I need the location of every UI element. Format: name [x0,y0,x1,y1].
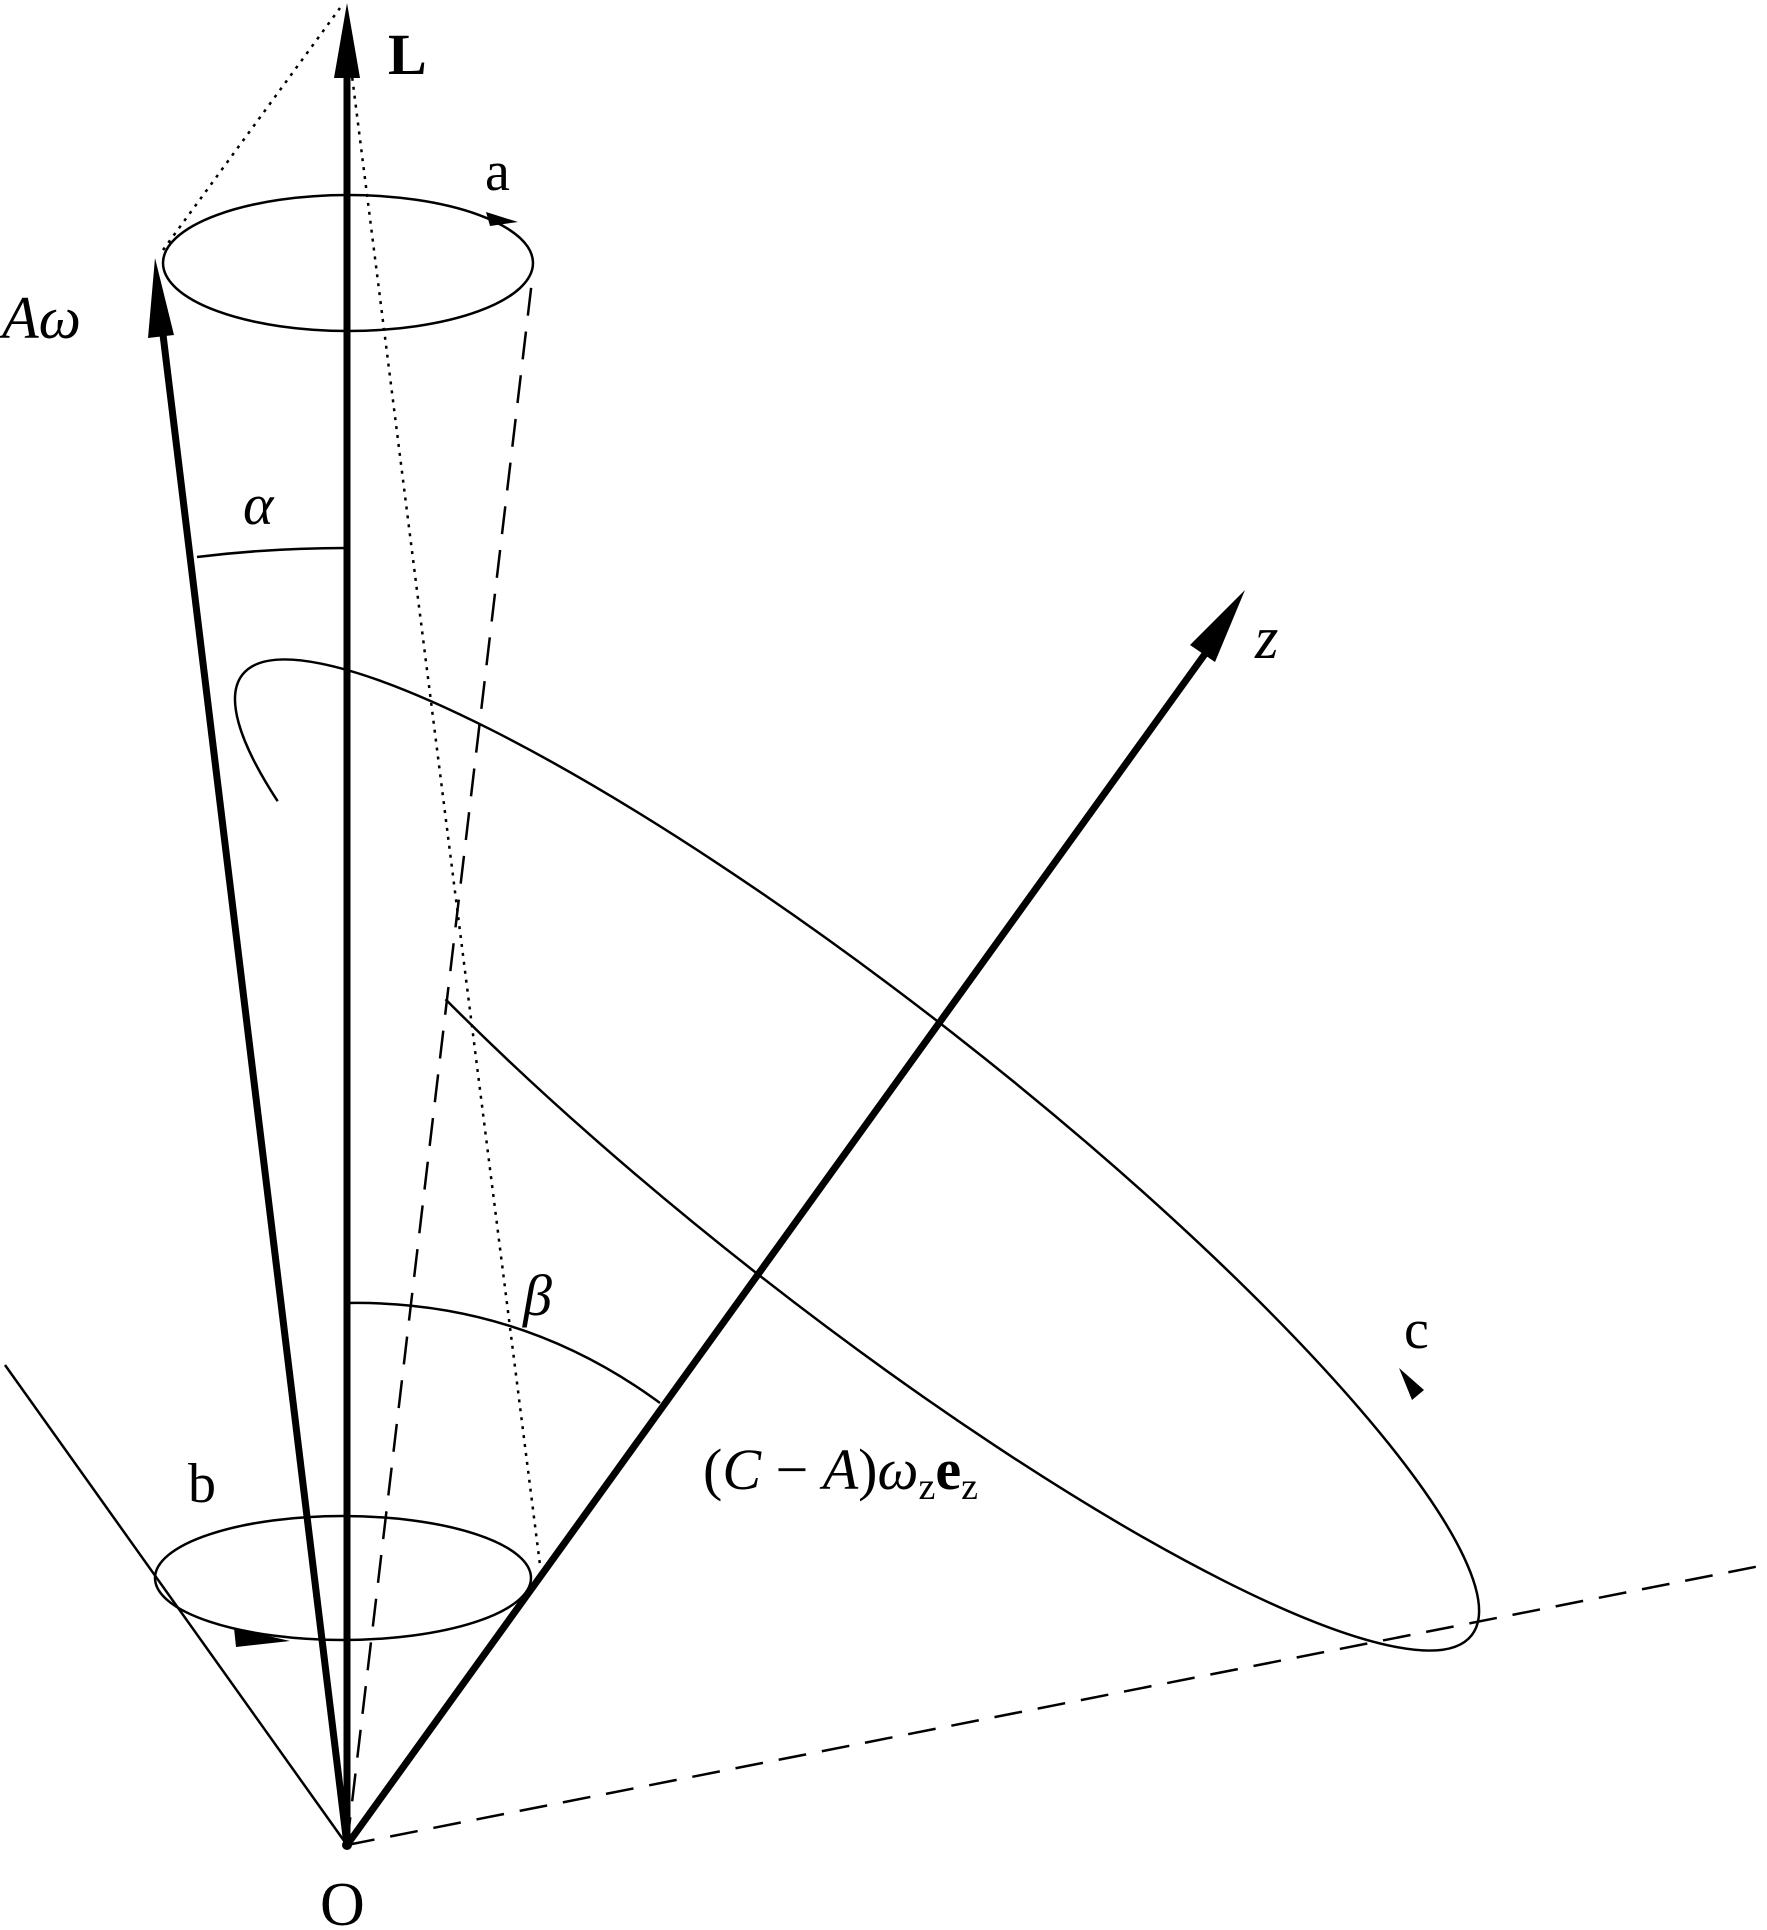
label-alpha: α [243,472,275,537]
z-axis-vector [344,637,1218,1848]
large-ellipse-arrowhead [1399,1368,1424,1400]
beta-arc [346,1301,661,1405]
A-omega-vector [156,309,351,1846]
bottom-ellipse-arrowhead [234,1628,290,1647]
label-angular-momentum-component: (C − A)ωzez [703,1437,978,1508]
L-vector-arrowhead [334,3,360,78]
alpha-arc [196,546,348,559]
label-c: c [1404,1299,1429,1361]
z-axis-arrowhead [1190,590,1245,662]
label-b: b [188,1453,216,1515]
dotted-line-long [348,59,542,1566]
label-beta: β [522,1263,552,1328]
label-z: z [1254,605,1278,671]
label-O: O [320,1871,365,1930]
body-precession-ellipse [233,658,1481,1652]
right-ground-line [346,1563,1766,1847]
label-a: a [485,141,510,203]
left-ground-line [3,1364,349,1846]
bottom-precession-ellipse [153,1514,533,1642]
top-ellipse-arrowhead [486,212,518,226]
dotted-line-top-left [161,7,342,251]
A-omega-vector-arrowhead [148,258,174,338]
origin-point [342,1840,352,1850]
label-A-omega: Aω [0,285,81,351]
label-L: L [388,22,427,87]
